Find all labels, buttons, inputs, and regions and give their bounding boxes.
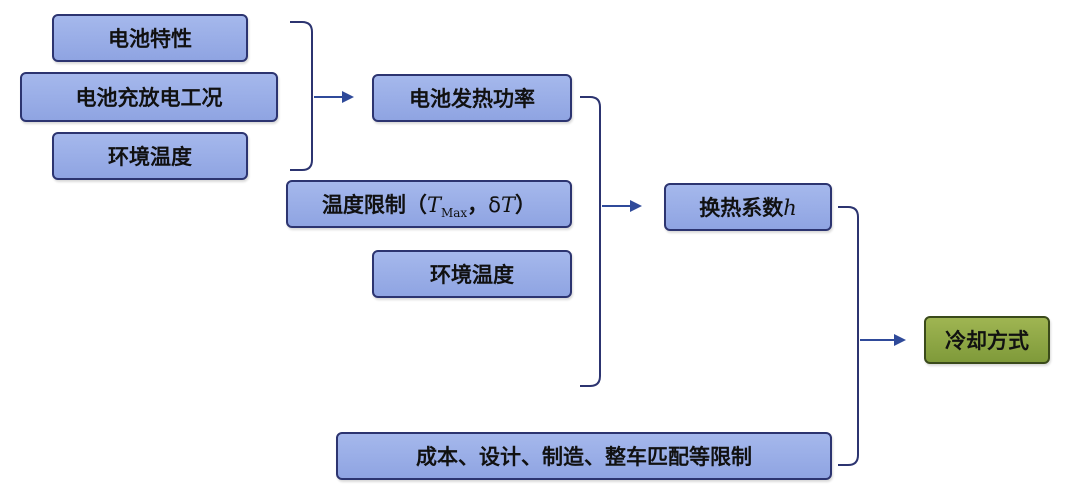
heat-transfer-coefficient-label: 换热系数h (699, 192, 797, 222)
charge-discharge-conditions-label: 电池充放电工况 (75, 86, 223, 110)
temp-limit-suffix: ） (515, 193, 537, 217)
ambient-temperature-label-1: 环境温度 (108, 145, 192, 169)
constraints-label: 成本、设计、制造、整车匹配等限制 (416, 445, 752, 469)
battery-characteristics-box: 电池特性 (52, 14, 248, 62)
heat-transfer-coefficient-box: 换热系数h (664, 183, 832, 231)
t-max-symbol: T (426, 193, 441, 217)
delta-symbol: δ (488, 193, 502, 217)
ambient-temperature-box-2: 环境温度 (372, 250, 572, 298)
heat-coeff-text: 换热系数 (699, 196, 784, 220)
battery-characteristics-label: 电池特性 (108, 27, 192, 51)
temperature-limit-label: 温度限制（TMax，δT） (321, 189, 537, 220)
bracket-1 (290, 21, 313, 171)
delta-t-symbol: T (501, 193, 516, 217)
heat-power-label: 电池发热功率 (409, 87, 535, 111)
ambient-temperature-label-2: 环境温度 (430, 263, 514, 287)
temp-limit-prefix: 温度限制（ (321, 193, 427, 217)
temperature-limit-box: 温度限制（TMax，δT） (286, 180, 572, 228)
cooling-method-label: 冷却方式 (945, 329, 1029, 353)
t-max-subscript: Max (440, 206, 468, 220)
constraints-box: 成本、设计、制造、整车匹配等限制 (336, 432, 832, 480)
temp-limit-separator: ， (467, 193, 489, 217)
heat-power-box: 电池发热功率 (372, 74, 572, 122)
bracket-3 (838, 206, 859, 466)
bracket-2 (580, 96, 601, 387)
ambient-temperature-box-1: 环境温度 (52, 132, 248, 180)
cooling-method-box: 冷却方式 (924, 316, 1050, 364)
charge-discharge-conditions-box: 电池充放电工况 (20, 72, 278, 122)
h-symbol: h (783, 196, 797, 220)
